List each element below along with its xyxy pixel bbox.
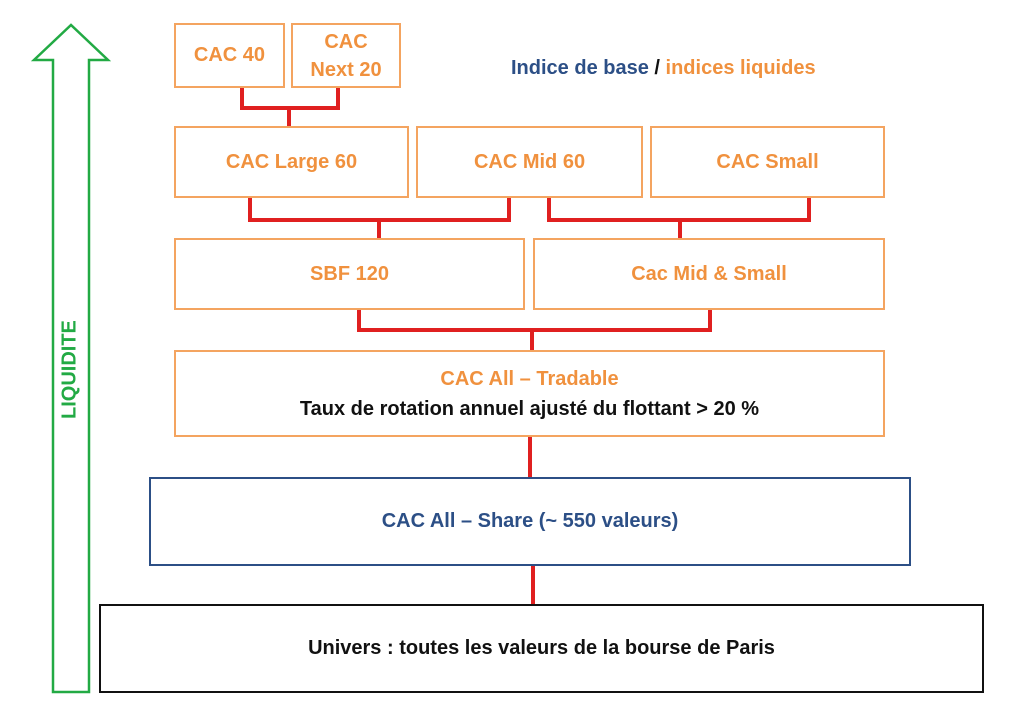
index-label: CAC All – Share (~ 550 valeurs) <box>381 510 679 532</box>
index-cac-small: CAC Small <box>650 126 885 198</box>
index-label: CAC Small <box>716 150 819 173</box>
legend: Indice de base / indices liquides <box>511 57 816 80</box>
connector <box>530 328 534 352</box>
connector <box>547 198 551 222</box>
connector <box>708 310 712 332</box>
index-label: CAC All – Tradable <box>440 367 619 390</box>
index-cac-mid-60: CAC Mid 60 <box>416 126 643 198</box>
connector <box>807 198 811 222</box>
index-label: SBF 120 <box>310 262 389 285</box>
index-cac-next-20: CAC Next 20 <box>291 23 401 88</box>
index-label: CAC 40 <box>193 44 266 66</box>
legend-liquid-indices: indices liquides <box>665 57 816 79</box>
liquidity-axis-label: LIQUIDITE <box>58 320 81 420</box>
connector <box>531 564 535 606</box>
index-cac-all-tradable: CAC All – Tradable Taux de rotation annu… <box>174 350 885 437</box>
connector <box>528 437 532 479</box>
index-label: CAC Mid 60 <box>473 150 586 173</box>
index-label: Cac Mid & Small <box>631 262 787 285</box>
index-cac-all-share: CAC All – Share (~ 550 valeurs) <box>149 477 911 566</box>
universe-box: Univers : toutes les valeurs de la bours… <box>99 604 984 693</box>
connector <box>357 328 712 332</box>
connector <box>377 218 381 240</box>
index-sbf-120: SBF 120 <box>174 238 525 310</box>
tradable-criterion: Taux de rotation annuel ajusté du flotta… <box>299 397 760 420</box>
connector <box>507 198 511 222</box>
connector <box>357 310 361 332</box>
connector <box>678 218 682 240</box>
index-label: CAC Large 60 <box>225 150 358 173</box>
universe-label: Univers : toutes les valeurs de la bours… <box>308 637 775 659</box>
connector <box>240 88 244 109</box>
connector <box>287 106 291 127</box>
connector <box>248 198 252 222</box>
index-cac-40: CAC 40 <box>174 23 285 88</box>
connector <box>336 88 340 109</box>
legend-separator: / <box>654 57 660 79</box>
index-label-line1: CAC <box>324 30 368 53</box>
index-label-line2: Next 20 <box>310 58 382 81</box>
index-cac-large-60: CAC Large 60 <box>174 126 409 198</box>
index-cac-mid-small: Cac Mid & Small <box>533 238 885 310</box>
liquidity-arrow-icon <box>30 23 112 694</box>
legend-base-index: Indice de base <box>511 57 649 79</box>
